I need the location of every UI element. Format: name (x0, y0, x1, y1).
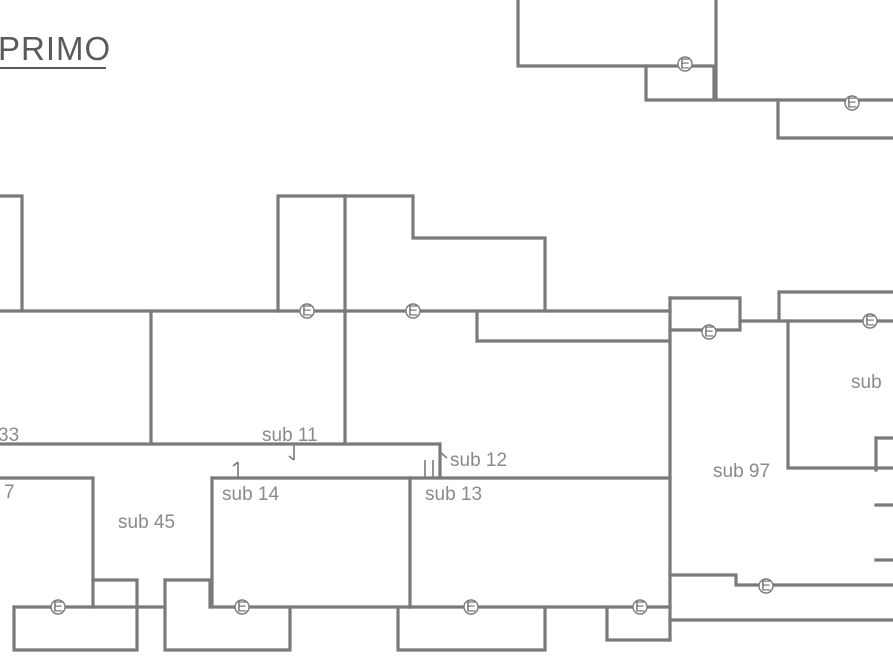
entrance-marker: E (463, 599, 479, 616)
entrance-marker: E (234, 599, 250, 616)
left-upper-walls (0, 194, 672, 446)
entrance-marker: E (701, 324, 717, 341)
svg-text:E: E (865, 313, 875, 330)
svg-text:E: E (53, 599, 63, 616)
entrance-marker: E (677, 56, 693, 73)
unit-label-sub33: 33 (0, 425, 19, 446)
svg-text:E: E (680, 56, 690, 73)
entrance-marker: E (758, 578, 774, 595)
svg-text:E: E (704, 324, 714, 341)
entrance-marker: E (844, 95, 860, 112)
corridor-walls (0, 442, 672, 609)
unit-label-sub12: sub 12 (450, 450, 507, 471)
entrance-marker: E (299, 303, 315, 320)
door-ticks (232, 444, 448, 478)
unit-label-sub45: sub 45 (118, 512, 175, 533)
unit-label-sub97: sub 97 (713, 461, 770, 482)
svg-text:E: E (302, 303, 312, 320)
right-block-walls (668, 290, 893, 642)
svg-text:E: E (635, 599, 645, 616)
svg-text:E: E (237, 599, 247, 616)
svg-text:E: E (761, 578, 771, 595)
entrance-marker: E (632, 599, 648, 616)
top-right-wall-outline (516, 0, 893, 140)
unit-label-sub13: sub 13 (425, 484, 482, 505)
unit-label-sub11: sub 11 (262, 425, 318, 446)
unit-label-left-edge: 7 (4, 482, 15, 503)
entrance-markers: E E E E E E E E E E E (50, 56, 878, 616)
svg-text:E: E (847, 95, 857, 112)
unit-label-right-edge: sub (851, 372, 882, 393)
entrance-marker: E (405, 303, 421, 320)
svg-text:E: E (466, 599, 476, 616)
unit-label-sub14: sub 14 (222, 484, 279, 505)
svg-text:E: E (408, 303, 418, 320)
floor-title: PRIMO (0, 30, 111, 67)
lower-middle-walls (396, 605, 672, 652)
entrance-marker: E (862, 313, 878, 330)
entrance-marker: E (50, 599, 66, 616)
